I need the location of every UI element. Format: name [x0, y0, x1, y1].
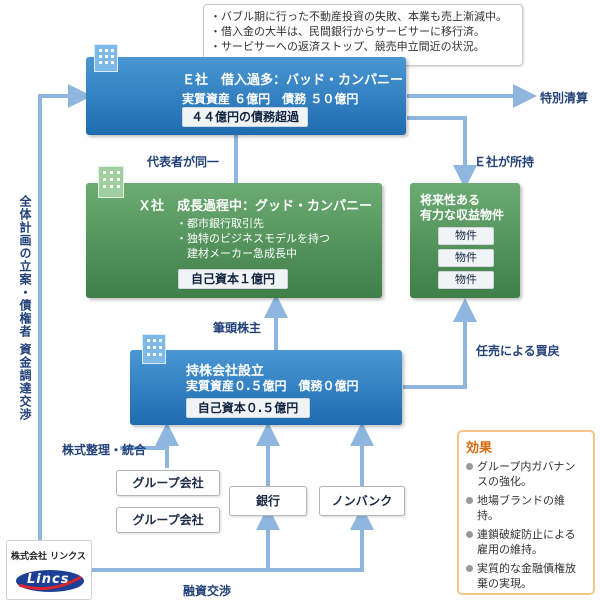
- note-line-3: ・サービサーへの返済ストップ、競売申立間近の状況。: [210, 40, 485, 53]
- label-top-shareholder: 筆頭株主: [213, 321, 262, 335]
- note-line-2: ・借入金の大半は、民間銀行からサービサーに移行済。: [210, 25, 485, 38]
- building-icon-e: [94, 44, 118, 72]
- x-detail-1: ・都市銀行取引先: [176, 217, 264, 230]
- logo-mark: [16, 570, 84, 592]
- x-detail-2: ・独特のビジネスモデルを持つ: [176, 232, 330, 245]
- property-item-2: 物件: [438, 249, 494, 267]
- effect-item-1: グループ内ガバナンスの強化。: [466, 459, 586, 489]
- property-box: 将来性ある 有力な収益物件 物件 物件 物件: [410, 183, 520, 298]
- label-stock-reorg: 株式整理・統合: [62, 443, 147, 457]
- label-owned-by-e: Ｅ社が所持: [474, 155, 535, 169]
- lincs-logo: 株式会社 リンクス Lincs: [6, 540, 92, 600]
- bank-box: 銀行: [229, 486, 307, 516]
- x-company-title: Ｘ社 成長過程中：グッド・カンパニー: [138, 199, 373, 214]
- property-title-1: 将来性ある: [420, 193, 481, 207]
- building-icon-holding: [142, 334, 166, 364]
- property-item-3: 物件: [438, 271, 494, 289]
- logo-brand: Lincs: [27, 572, 70, 587]
- note-line-1: ・バブル期に行った不動産投資の失敗、本業も売上漸減中。: [210, 10, 507, 23]
- e-company-title: Ｅ社 借入過多：バッド・カンパニー: [182, 73, 404, 88]
- arrow-e-to-property: [407, 116, 477, 189]
- x-company-details: ・都市銀行取引先 ・独特のビジネスモデルを持つ 建材メーカー急成長中: [176, 216, 330, 261]
- label-voluntary-sale: 任売による買戻: [476, 344, 560, 358]
- effect-item-2: 地場ブランドの維持。: [466, 493, 586, 523]
- building-icon-x: [98, 166, 124, 198]
- group-company-box-2: グループ会社: [116, 507, 220, 533]
- holding-title: 持株会社設立: [186, 364, 265, 379]
- property-title-2: 有力な収益物件: [420, 208, 505, 222]
- nonbank-box: ノンバンク: [319, 486, 405, 516]
- effect-item-4: 実質的な金融債権放棄の実現。: [466, 561, 586, 591]
- arrow-overall-plan: [38, 84, 92, 540]
- property-item-1: 物件: [438, 227, 494, 245]
- logo-company-name: 株式会社 リンクス: [11, 552, 86, 562]
- e-company-excess: ４４億円の債務超過: [182, 107, 308, 127]
- effect-box: 効果 グループ内ガバナンスの強化。 地場ブランドの維持。 連鎖破綻防止による雇用…: [457, 430, 595, 595]
- situation-note: ・バブル期に行った不動産投資の失敗、本業も売上漸減中。 ・借入金の大半は、民間銀…: [203, 4, 523, 66]
- x-detail-3: 建材メーカー急成長中: [176, 247, 297, 260]
- holding-assets: 実質資産０.５億円 債務０億円: [186, 379, 359, 393]
- label-overall-plan: 全体計画の立案・債権者 資金調達交渉: [18, 195, 32, 422]
- x-company-box: Ｘ社 成長過程中：グッド・カンパニー ・都市銀行取引先 ・独特のビジネスモデルを…: [86, 183, 382, 298]
- arrow-holding-to-property: [403, 298, 477, 389]
- holding-company-box: 持株会社設立 実質資産０.５億円 債務０億円 自己資本０.５億円: [130, 350, 402, 425]
- label-special-liquidation: 特別清算: [540, 91, 589, 105]
- effect-title: 効果: [466, 441, 493, 456]
- e-company-box: Ｅ社 借入過多：バッド・カンパニー 実質資産 ６億円 債務 ５０億円 ４４億円の…: [86, 57, 406, 135]
- group-company-box-1: グループ会社: [116, 470, 220, 496]
- effect-item-3: 連鎖破綻防止による雇用の維持。: [466, 527, 586, 557]
- e-company-assets: 実質資産 ６億円 債務 ５０億円: [182, 92, 359, 106]
- label-same-representative: 代表者が同一: [147, 155, 220, 169]
- x-company-equity: 自己資本１億円: [178, 269, 288, 289]
- holding-equity: 自己資本０.５億円: [186, 398, 310, 418]
- label-financing: 融資交渉: [183, 584, 232, 598]
- arrow-financing-nonbank: [268, 506, 374, 572]
